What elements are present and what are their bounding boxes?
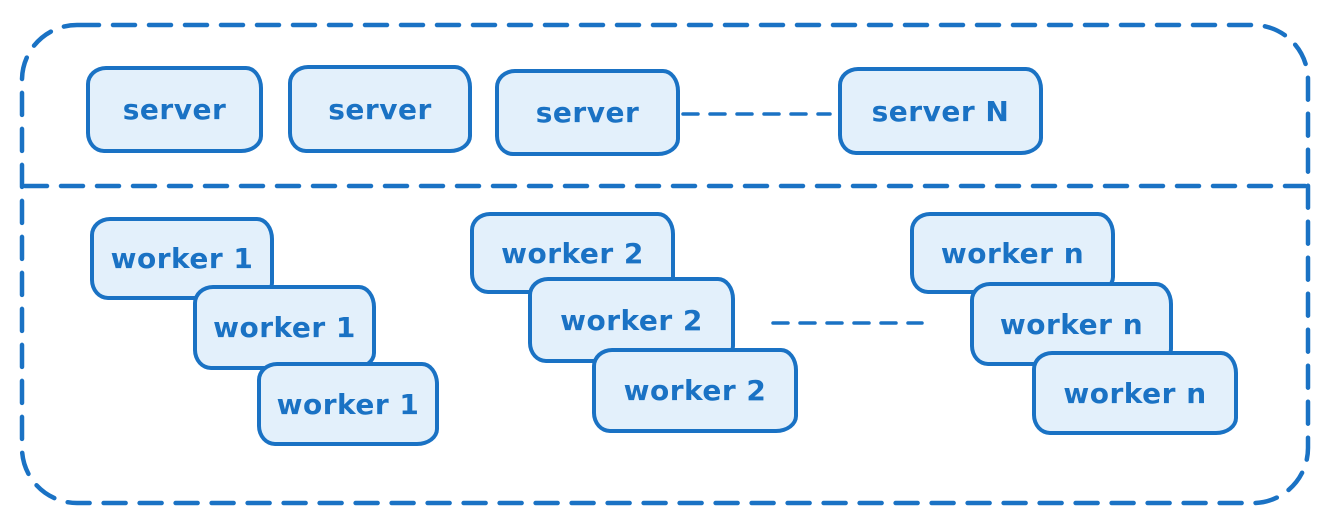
server-box-3: server: [495, 69, 680, 156]
worker-1-replica-3: worker 1: [257, 362, 439, 446]
server-box-2: server: [288, 65, 472, 153]
server-box-N: server N: [838, 67, 1043, 155]
worker-1-replica-1: worker 1: [90, 217, 274, 300]
cluster-boundary-dashed-rect: [19, 22, 1311, 506]
server-box-1: server: [86, 66, 263, 153]
worker-n-replica-3: worker n: [1032, 351, 1238, 435]
worker-1-replica-2: worker 1: [193, 285, 376, 370]
worker-n-replica-1: worker n: [910, 212, 1115, 294]
worker-2-replica-3: worker 2: [592, 348, 798, 433]
